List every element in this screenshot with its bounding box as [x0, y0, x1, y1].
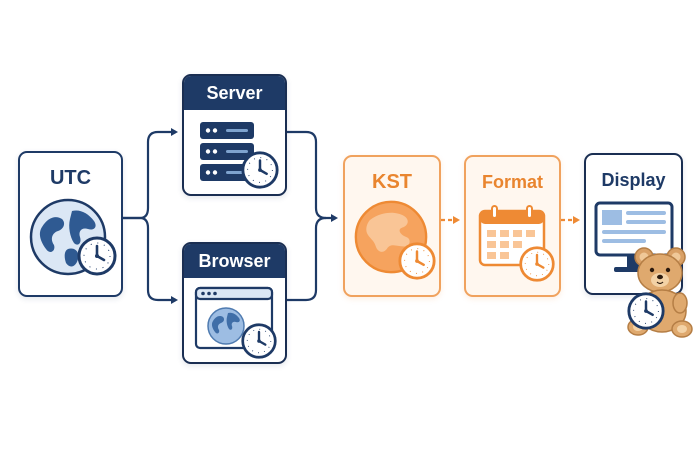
node-kst: KST: [343, 155, 441, 297]
node-server: Server: [182, 74, 287, 196]
edge-utc-server: [123, 128, 178, 220]
clock-icon: [241, 323, 277, 359]
node-utc-label: UTC: [49, 167, 92, 189]
clock-icon: [241, 151, 279, 189]
clock-icon: [627, 292, 665, 330]
globe-icon: [207, 307, 245, 345]
node-kst-label: KST: [372, 171, 412, 193]
monitor-icon: [594, 201, 674, 272]
server-rack-icon: [200, 122, 254, 181]
edge-browser-kst: [287, 216, 327, 302]
clock-icon: [398, 242, 436, 280]
node-display-label: Display: [601, 170, 666, 190]
node-browser-label: Browser: [184, 244, 285, 278]
node-browser: Browser: [182, 242, 287, 364]
node-utc: UTC: [18, 151, 123, 297]
clock-icon: [519, 246, 555, 282]
node-display: Display: [584, 153, 683, 295]
node-format-label: Format: [481, 172, 543, 192]
clock-icon: [77, 236, 117, 276]
edge-server-kst: [287, 130, 338, 222]
edge-utc-browser: [123, 216, 178, 304]
node-format: Format: [464, 155, 561, 297]
node-server-label: Server: [184, 76, 285, 110]
